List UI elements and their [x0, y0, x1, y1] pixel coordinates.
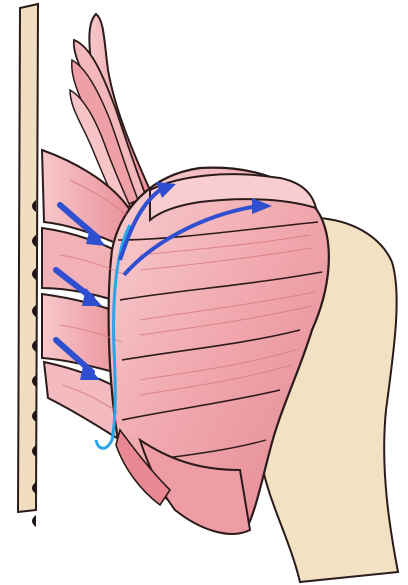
chest-wall-plate	[18, 4, 38, 512]
